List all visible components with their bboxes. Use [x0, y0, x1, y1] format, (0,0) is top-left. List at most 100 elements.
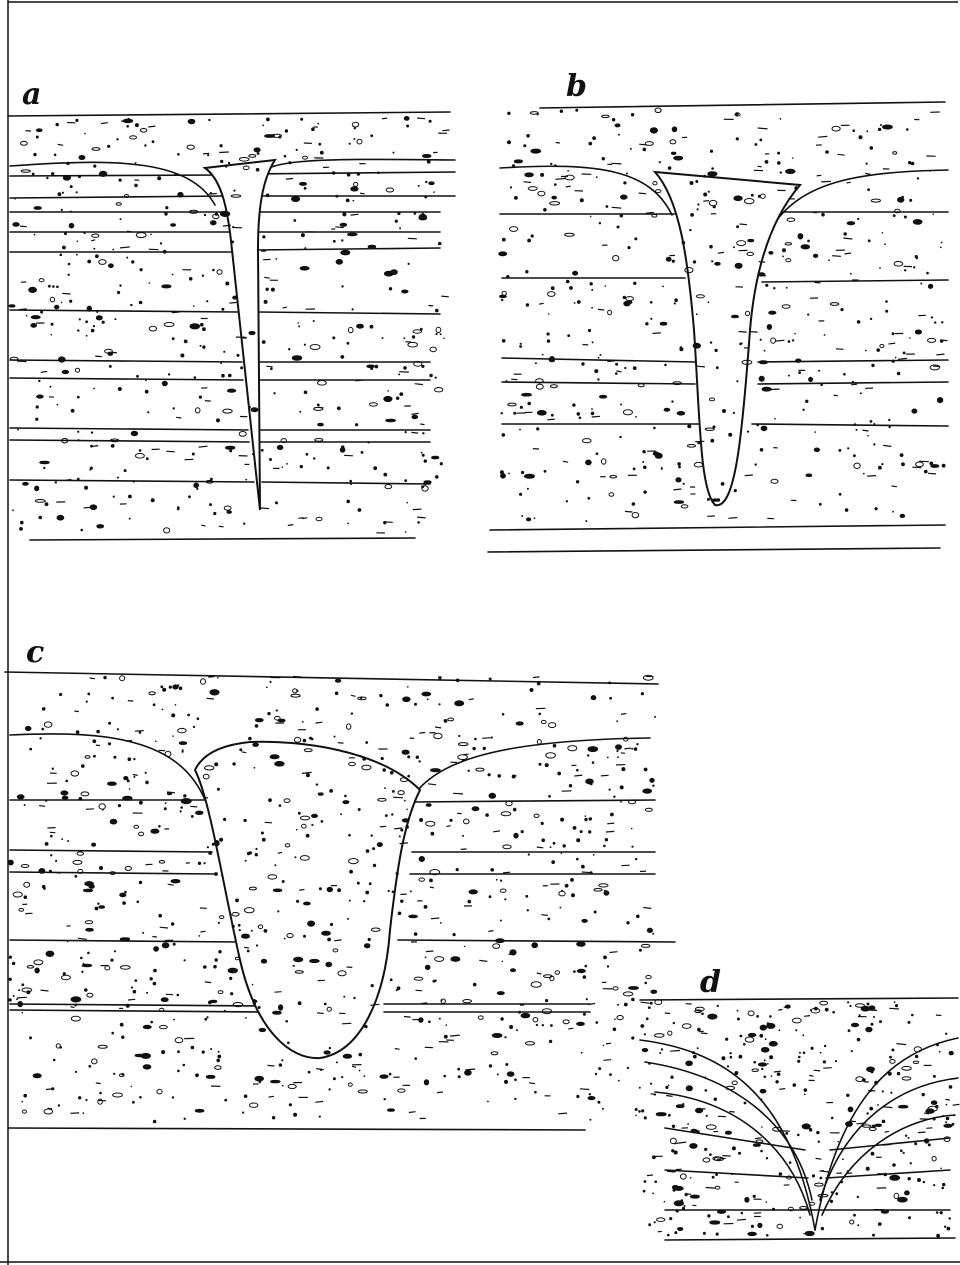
sediment-grain: [456, 679, 460, 683]
sediment-grain: [50, 835, 53, 838]
sediment-grain: [813, 254, 817, 257]
sediment-grain: [248, 406, 251, 409]
sediment-grain: [285, 129, 288, 132]
sediment-grain: [926, 1128, 932, 1129]
sediment-grain: [621, 714, 626, 715]
sediment-grain: [823, 1068, 832, 1069]
sediment-grain: [143, 1025, 151, 1028]
panel-d-bed: [640, 1040, 815, 1230]
sediment-grain: [262, 235, 265, 238]
sediment-grain: [349, 900, 351, 902]
sediment-grain: [318, 423, 324, 426]
sediment-grain: [298, 325, 300, 327]
sediment-grain: [847, 1001, 849, 1003]
sediment-grain: [99, 866, 103, 870]
sediment-grain: [58, 144, 64, 145]
sediment-grain: [239, 748, 242, 751]
sediment-grain: [502, 238, 506, 242]
sediment-grain: [672, 127, 677, 132]
sediment-grain: [44, 1109, 53, 1114]
sediment-grain: [161, 998, 168, 1002]
sediment-grain: [520, 406, 523, 409]
sediment-grain: [642, 944, 650, 947]
sediment-grain: [361, 451, 364, 454]
sediment-grain: [654, 716, 656, 718]
sediment-grain: [619, 436, 621, 438]
sediment-grain: [224, 506, 231, 510]
sediment-grain: [210, 478, 213, 481]
sediment-grain: [555, 971, 560, 974]
sediment-grain: [650, 318, 652, 320]
sediment-grain: [140, 129, 147, 133]
sediment-grain: [610, 813, 614, 817]
sediment-grain: [86, 809, 94, 810]
sediment-grain: [414, 932, 418, 936]
sediment-grain: [229, 449, 232, 452]
sediment-grain: [850, 1121, 856, 1122]
sediment-grain: [164, 212, 167, 215]
sediment-grain: [676, 1209, 679, 1212]
sediment-grain: [706, 1115, 708, 1117]
sediment-grain: [635, 1108, 638, 1111]
sediment-grain: [659, 1052, 661, 1054]
sediment-grain: [215, 958, 218, 961]
sediment-grain: [537, 973, 542, 974]
sediment-grain: [110, 352, 117, 353]
sediment-grain: [893, 152, 897, 155]
sediment-grain: [890, 1175, 900, 1180]
sediment-grain: [560, 818, 564, 822]
sediment-grain: [435, 377, 437, 379]
sediment-grain: [149, 249, 159, 250]
sediment-grain: [708, 191, 710, 193]
sediment-grain: [55, 305, 59, 309]
sediment-grain: [109, 365, 112, 368]
sediment-grain: [892, 486, 897, 487]
sediment-grain: [126, 1004, 130, 1008]
sediment-grain: [775, 1080, 778, 1083]
sediment-grain: [139, 731, 142, 734]
sediment-grain: [602, 459, 606, 464]
sediment-grain: [304, 344, 306, 346]
sediment-grain: [419, 878, 425, 881]
sediment-grain: [146, 992, 148, 994]
sediment-grain: [535, 362, 537, 364]
sediment-grain: [904, 216, 907, 219]
sediment-grain: [853, 454, 856, 457]
panel-c-bed: [408, 738, 650, 805]
sediment-grain: [732, 315, 739, 318]
sediment-grain: [235, 899, 239, 903]
sediment-grain: [652, 1155, 656, 1159]
sediment-grain: [124, 777, 128, 780]
sediment-grain: [284, 938, 286, 940]
sediment-grain: [255, 1076, 264, 1081]
sediment-grain: [181, 799, 191, 804]
sediment-grain: [124, 469, 127, 472]
sediment-grain: [78, 175, 81, 178]
sediment-grain: [352, 1066, 356, 1067]
sediment-grain: [643, 466, 647, 470]
sediment-grain: [270, 755, 279, 759]
sediment-grain: [918, 1132, 926, 1133]
sediment-grain: [889, 1056, 892, 1059]
sediment-grain: [740, 224, 748, 225]
sediment-grain: [650, 128, 657, 133]
sediment-grain: [437, 1092, 443, 1093]
sediment-grain: [818, 136, 827, 137]
sediment-grain: [39, 869, 45, 874]
sediment-grain: [753, 1195, 756, 1198]
sediment-grain: [389, 287, 392, 290]
sediment-grain: [703, 193, 707, 197]
sediment-grain: [643, 490, 646, 493]
sediment-grain: [522, 393, 532, 396]
sediment-grain: [131, 1086, 133, 1088]
sediment-grain: [577, 1022, 585, 1025]
sediment-grain: [909, 199, 912, 202]
sediment-grain: [119, 179, 122, 182]
sediment-grain: [255, 719, 263, 722]
sediment-grain: [568, 746, 577, 751]
sediment-grain: [678, 1142, 686, 1143]
sediment-grain: [803, 1052, 806, 1055]
panel-d-bed: [665, 1128, 950, 1150]
sediment-grain: [89, 469, 91, 471]
panel-a-bed: [10, 310, 440, 314]
